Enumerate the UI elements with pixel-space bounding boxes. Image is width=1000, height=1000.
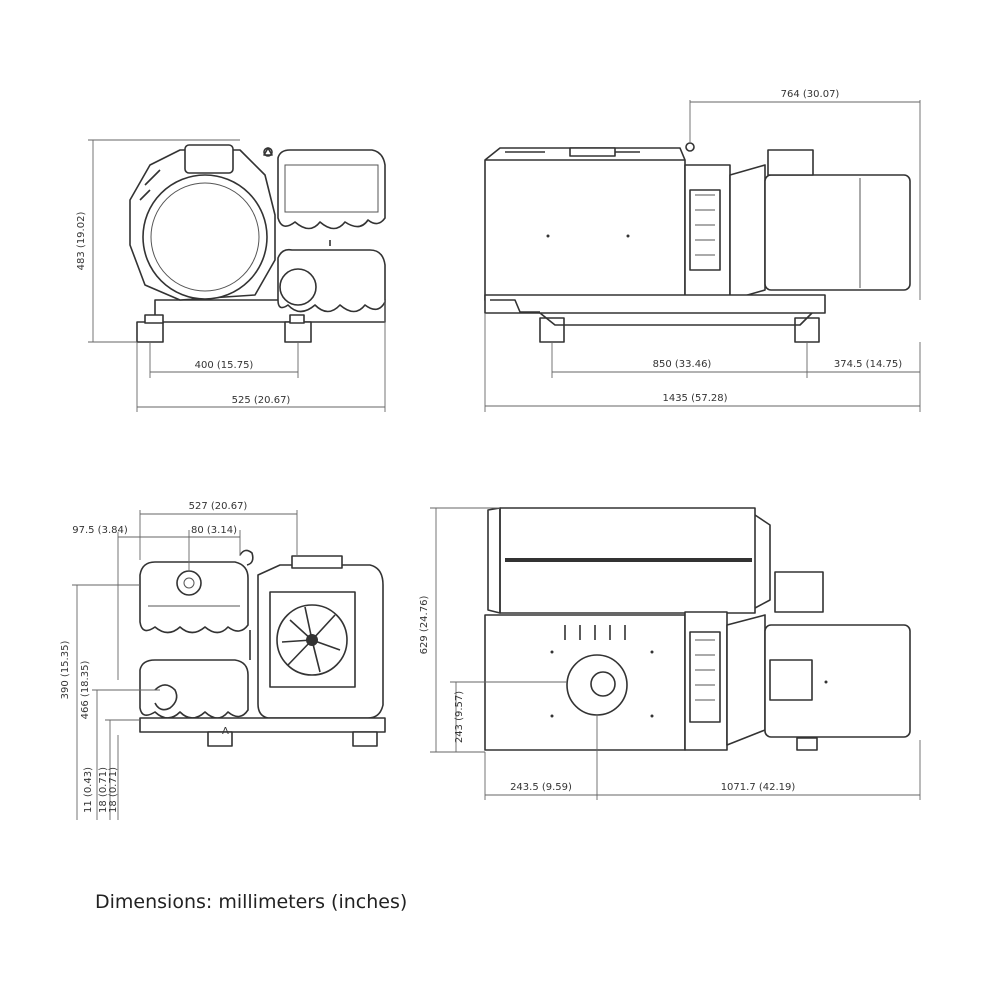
dim-overall-width-front-top: 525 (20.67) — [232, 395, 291, 406]
inlet-port — [176, 570, 202, 596]
dim-foot-c-front-bottom: 18 (0.71) — [108, 767, 119, 813]
pump-body — [484, 159, 686, 301]
dim-overhang-side-top: 374.5 (14.75) — [834, 359, 902, 370]
outlet-port — [566, 654, 628, 716]
upper-chamber — [277, 149, 386, 230]
dim-port-height-side-bottom: 243 (9.57) — [454, 691, 465, 743]
dim-port-offset-side-bottom: 243.5 (9.59) — [510, 782, 572, 793]
dim-port-to-end-side-bottom: 1071.7 (42.19) — [721, 782, 796, 793]
dim-height-b-front-bottom: 466 (18.35) — [80, 661, 91, 720]
dim-port-offset-front-bottom: 80 (3.14) — [191, 525, 237, 536]
front-view-bottom: A 527 (20.67) 97.5 (3.84) 80 (3.14) 390 … — [60, 501, 386, 820]
dim-foot-b-front-bottom: 18 (0.71) — [98, 767, 109, 813]
motor-face — [142, 174, 268, 300]
dim-left-offset-front-bottom: 97.5 (3.84) — [72, 525, 128, 536]
side-view-top: 764 (30.07) 850 (33.46) 374.5 (14.75) 14… — [484, 89, 921, 412]
foot-b — [794, 317, 820, 343]
dim-top-width-front-bottom: 527 (20.67) — [189, 501, 248, 512]
dim-height-front-top: 483 (19.02) — [76, 212, 87, 271]
dim-height-a-front-bottom: 390 (15.35) — [60, 641, 71, 700]
drawing-caption: Dimensions: millimeters (inches) — [95, 891, 407, 913]
dim-foot-a-front-bottom: 11 (0.43) — [83, 767, 94, 813]
dim-top-length-side-top: 764 (30.07) — [781, 89, 840, 100]
upper-chamber-b — [139, 561, 249, 634]
base-b — [139, 717, 386, 733]
foot-right — [284, 321, 312, 343]
foot-left — [136, 321, 164, 343]
base-frame — [484, 294, 826, 314]
motor — [764, 174, 911, 291]
front-view-top: 483 (19.02) 400 (15.75) 525 (20.67) — [76, 139, 386, 412]
dim-feet-spacing-side-top: 850 (33.46) — [653, 359, 712, 370]
svg-text:A: A — [222, 726, 229, 737]
side-view-bottom: 629 (24.76) 243 (9.57) 243.5 (9.59) 1071… — [419, 507, 921, 800]
dim-height-side-bottom: 629 (24.76) — [419, 596, 430, 655]
dim-overall-length-side-top: 1435 (57.28) — [662, 393, 727, 404]
dim-feet-spacing-front-top: 400 (15.75) — [195, 360, 254, 371]
motor-b — [764, 624, 911, 738]
